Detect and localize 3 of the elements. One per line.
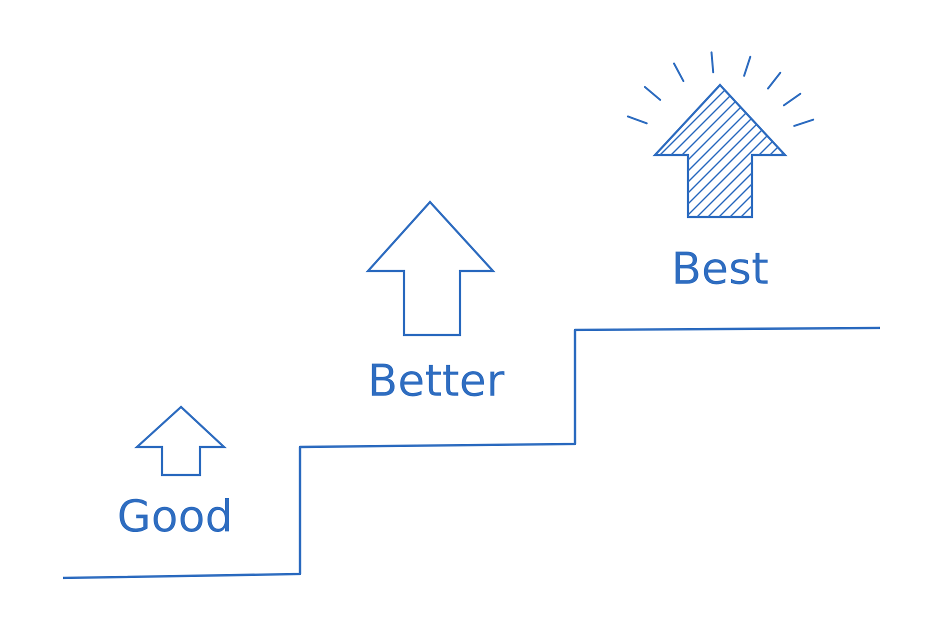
step-label: Better xyxy=(372,364,504,396)
step-label: Good xyxy=(120,498,229,532)
step-label: Best xyxy=(676,252,768,284)
